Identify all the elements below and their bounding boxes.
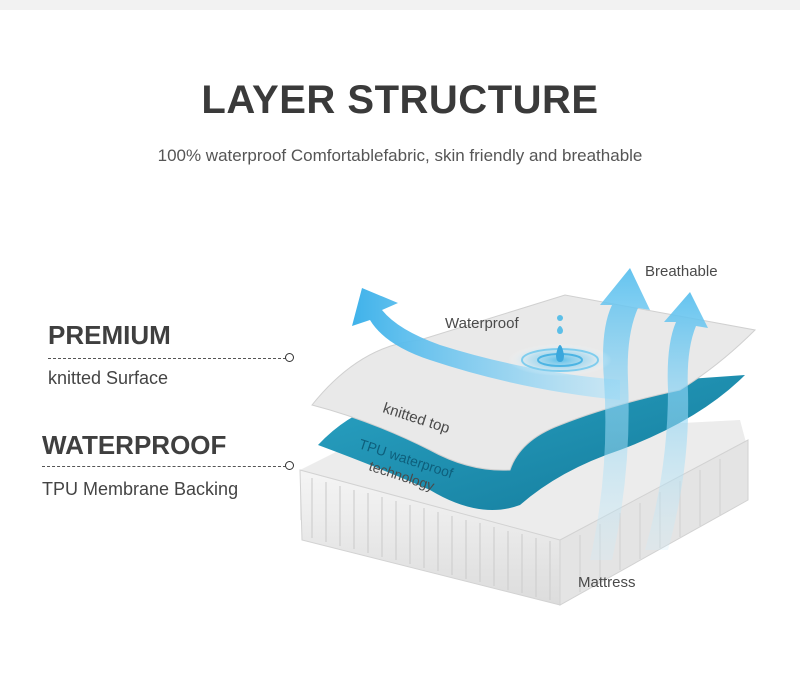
label-waterproof: Waterproof — [445, 315, 519, 332]
label-breathable: Breathable — [645, 263, 718, 280]
page-subtitle: 100% waterproof Comfortablefabric, skin … — [157, 146, 643, 165]
page-title: LAYER STRUCTURE — [201, 78, 599, 122]
feature-waterproof-heading: WATERPROOF — [42, 430, 227, 460]
leader-dot-premium — [285, 353, 294, 362]
feature-waterproof-subheading: TPU Membrane Backing — [42, 479, 239, 499]
leader-line-waterproof — [42, 466, 286, 467]
water-drop-icon — [508, 315, 612, 376]
feature-premium-heading: PREMIUM — [48, 320, 171, 350]
leader-dot-waterproof — [285, 461, 294, 470]
feature-premium-subheading: knitted Surface — [48, 368, 169, 388]
arrow-up-icon — [590, 268, 708, 560]
leader-line-premium — [48, 358, 286, 359]
top-divider — [0, 0, 800, 10]
label-mattress: Mattress — [578, 574, 636, 591]
